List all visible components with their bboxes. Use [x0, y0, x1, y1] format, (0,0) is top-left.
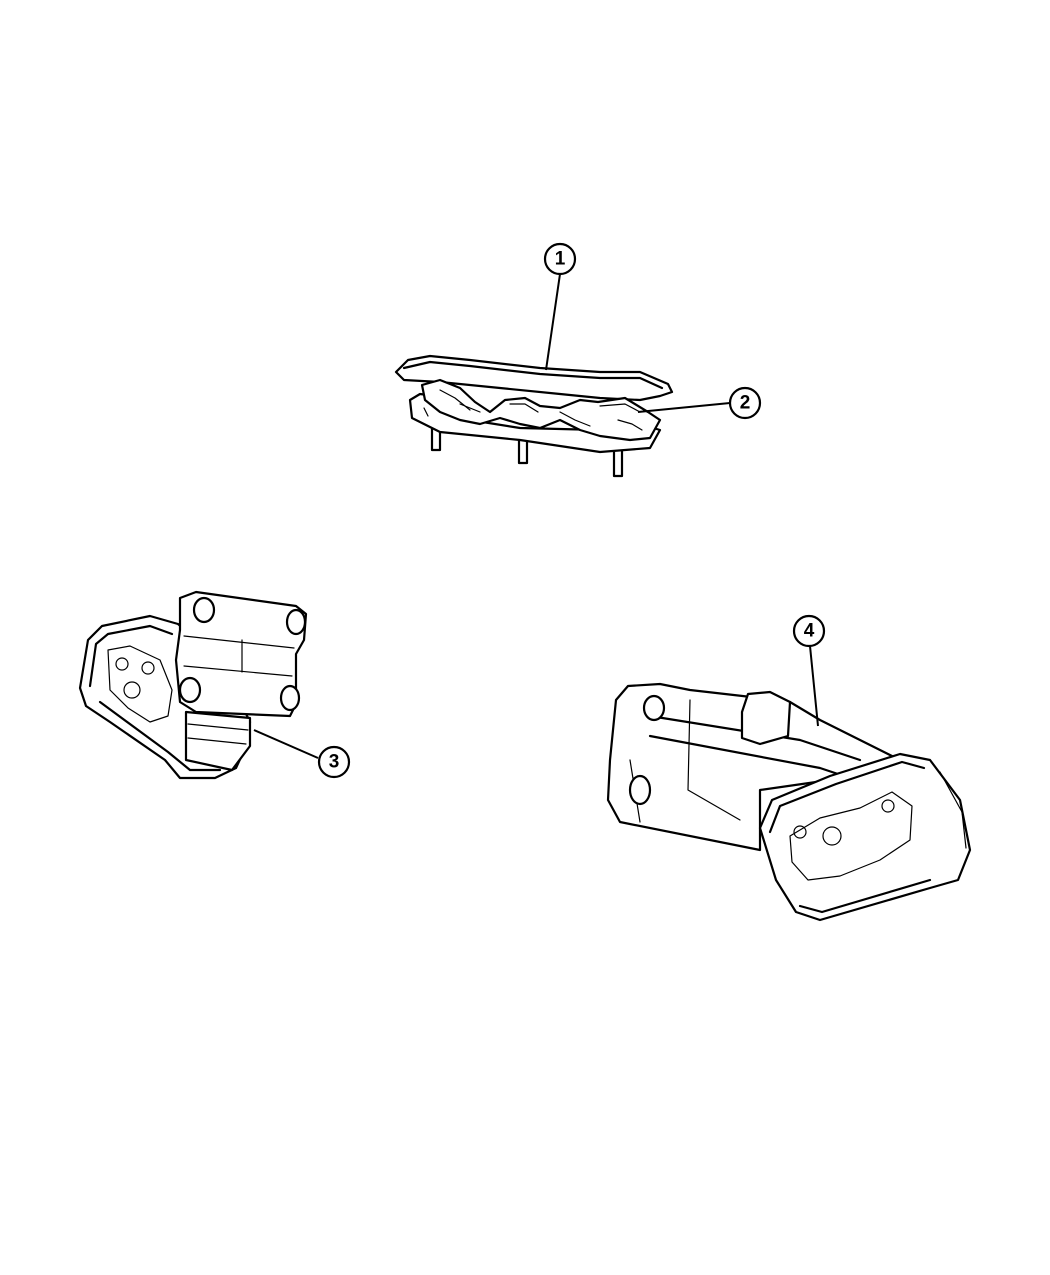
leader-2 [637, 402, 731, 413]
callout-3: 3 [317, 745, 351, 779]
leader-3 [253, 729, 319, 759]
leader-lines [253, 273, 819, 759]
callout-label: 4 [804, 621, 815, 642]
callout-label: 3 [329, 752, 340, 773]
callout-2: 2 [728, 386, 762, 420]
leader-4 [809, 645, 819, 727]
callout-label: 2 [740, 393, 751, 414]
callout-4: 4 [792, 614, 826, 648]
callout-label: 1 [555, 249, 566, 270]
callout-1: 1 [543, 242, 577, 276]
part-crossmember-with-mount [394, 354, 674, 478]
part-mount-left [78, 590, 308, 780]
part-mount-right [606, 682, 972, 922]
leader-1 [545, 273, 561, 371]
